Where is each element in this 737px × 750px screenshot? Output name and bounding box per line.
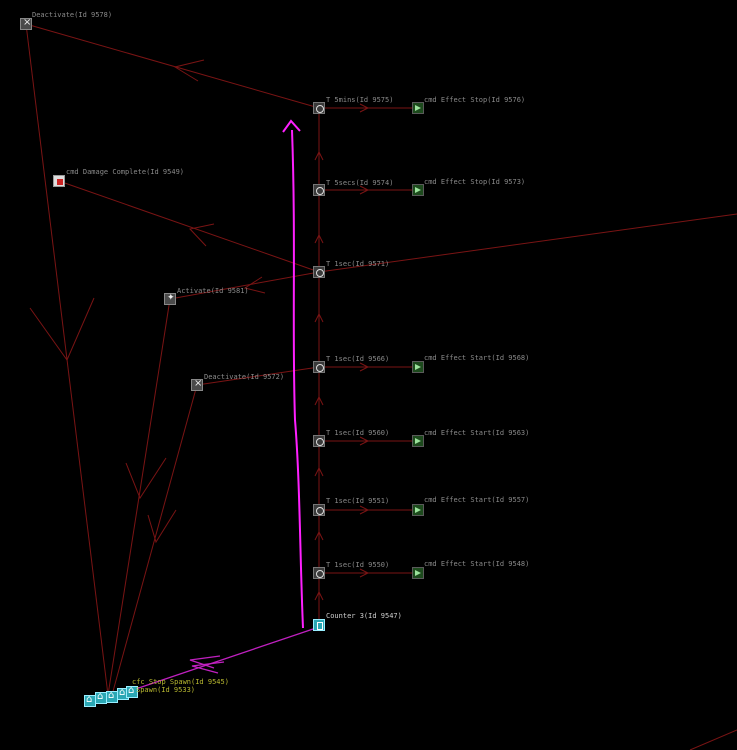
deactivate-node-icon[interactable] xyxy=(20,17,32,30)
arrowhead xyxy=(359,103,370,113)
effect-start-node-icon[interactable] xyxy=(412,435,424,447)
arrowhead xyxy=(314,530,324,541)
timer-node-label: T 1sec(Id 9551) xyxy=(326,497,390,505)
effect-start-node-label: cmd Effect Start(Id 9548) xyxy=(424,560,530,568)
arrowhead xyxy=(314,590,324,601)
arrowhead xyxy=(147,509,177,544)
edge[interactable] xyxy=(58,180,320,273)
arrowhead xyxy=(359,362,370,372)
effect-stop-node-label: cmd Effect Stop(Id 9576) xyxy=(424,96,526,104)
arrowhead xyxy=(243,276,266,294)
timer-node-icon[interactable] xyxy=(313,361,325,373)
effect-stop-node-icon[interactable] xyxy=(412,102,424,114)
timer-node-label: T 5mins(Id 9575) xyxy=(326,96,394,104)
selected-edge[interactable] xyxy=(111,626,320,698)
effect-start-node-icon[interactable] xyxy=(412,361,424,373)
arrowhead xyxy=(359,505,370,515)
counter-node-label: Counter 3(Id 9547) xyxy=(326,612,402,620)
damage-node-label: cmd Damage Complete(Id 9549) xyxy=(66,168,185,176)
deactivate-node-icon[interactable] xyxy=(191,378,203,391)
timer-node-icon[interactable] xyxy=(313,102,325,114)
arrowhead xyxy=(314,395,324,406)
edge[interactable] xyxy=(25,23,320,109)
edge[interactable] xyxy=(318,213,737,273)
edge[interactable] xyxy=(107,298,171,696)
edge[interactable] xyxy=(196,366,320,386)
annotation-arrow xyxy=(282,119,304,629)
arrowhead xyxy=(314,233,324,244)
edge[interactable] xyxy=(689,729,737,750)
deactivate-node-label: Deactivate(Id 9572) xyxy=(204,373,285,381)
damage-node-icon[interactable] xyxy=(53,175,65,187)
timer-node-label: T 1sec(Id 9550) xyxy=(326,561,390,569)
cluster-label: Spawn(Id 9533) xyxy=(136,686,196,694)
counter-node-icon[interactable] xyxy=(313,619,325,631)
home-node-icon[interactable] xyxy=(126,685,138,698)
arrowhead xyxy=(314,150,324,161)
effect-start-node-icon[interactable] xyxy=(412,504,424,516)
effect-start-node-label: cmd Effect Start(Id 9568) xyxy=(424,354,530,362)
effect-stop-node-icon[interactable] xyxy=(412,184,424,196)
arrowhead xyxy=(125,457,167,500)
arrowhead xyxy=(359,568,370,578)
activate-node-label: Activate(Id 9581) xyxy=(177,287,249,295)
edge[interactable] xyxy=(111,384,198,696)
cluster-label: cfc Stop Spawn(Id 9545) xyxy=(132,678,229,686)
arrowhead xyxy=(359,185,370,195)
timer-node-icon[interactable] xyxy=(313,435,325,447)
edges xyxy=(25,23,737,750)
effect-start-node-label: cmd Effect Start(Id 9563) xyxy=(424,429,530,437)
arrowhead xyxy=(314,312,324,323)
effect-start-node-label: cmd Effect Start(Id 9557) xyxy=(424,496,530,504)
activate-node-icon[interactable] xyxy=(164,293,176,305)
timer-node-label: T 5secs(Id 9574) xyxy=(326,179,394,187)
timer-node-label: T 1sec(Id 9566) xyxy=(326,355,390,363)
timer-node-label: T 1sec(Id 9560) xyxy=(326,429,390,437)
arrowhead xyxy=(173,59,205,82)
timer-node-icon[interactable] xyxy=(313,504,325,516)
timer-node-label: T 1sec(Id 9571) xyxy=(326,260,390,268)
effect-start-node-icon[interactable] xyxy=(412,567,424,579)
effect-stop-node-label: cmd Effect Stop(Id 9573) xyxy=(424,178,526,186)
arrowhead xyxy=(314,466,324,477)
arrowhead xyxy=(189,223,215,247)
arrowhead xyxy=(359,436,370,446)
arrowhead xyxy=(29,297,95,362)
timer-node-icon[interactable] xyxy=(313,567,325,579)
timer-node-icon[interactable] xyxy=(313,266,325,278)
timer-node-icon[interactable] xyxy=(313,184,325,196)
deactivate-node-label: Deactivate(Id 9578) xyxy=(32,11,113,19)
